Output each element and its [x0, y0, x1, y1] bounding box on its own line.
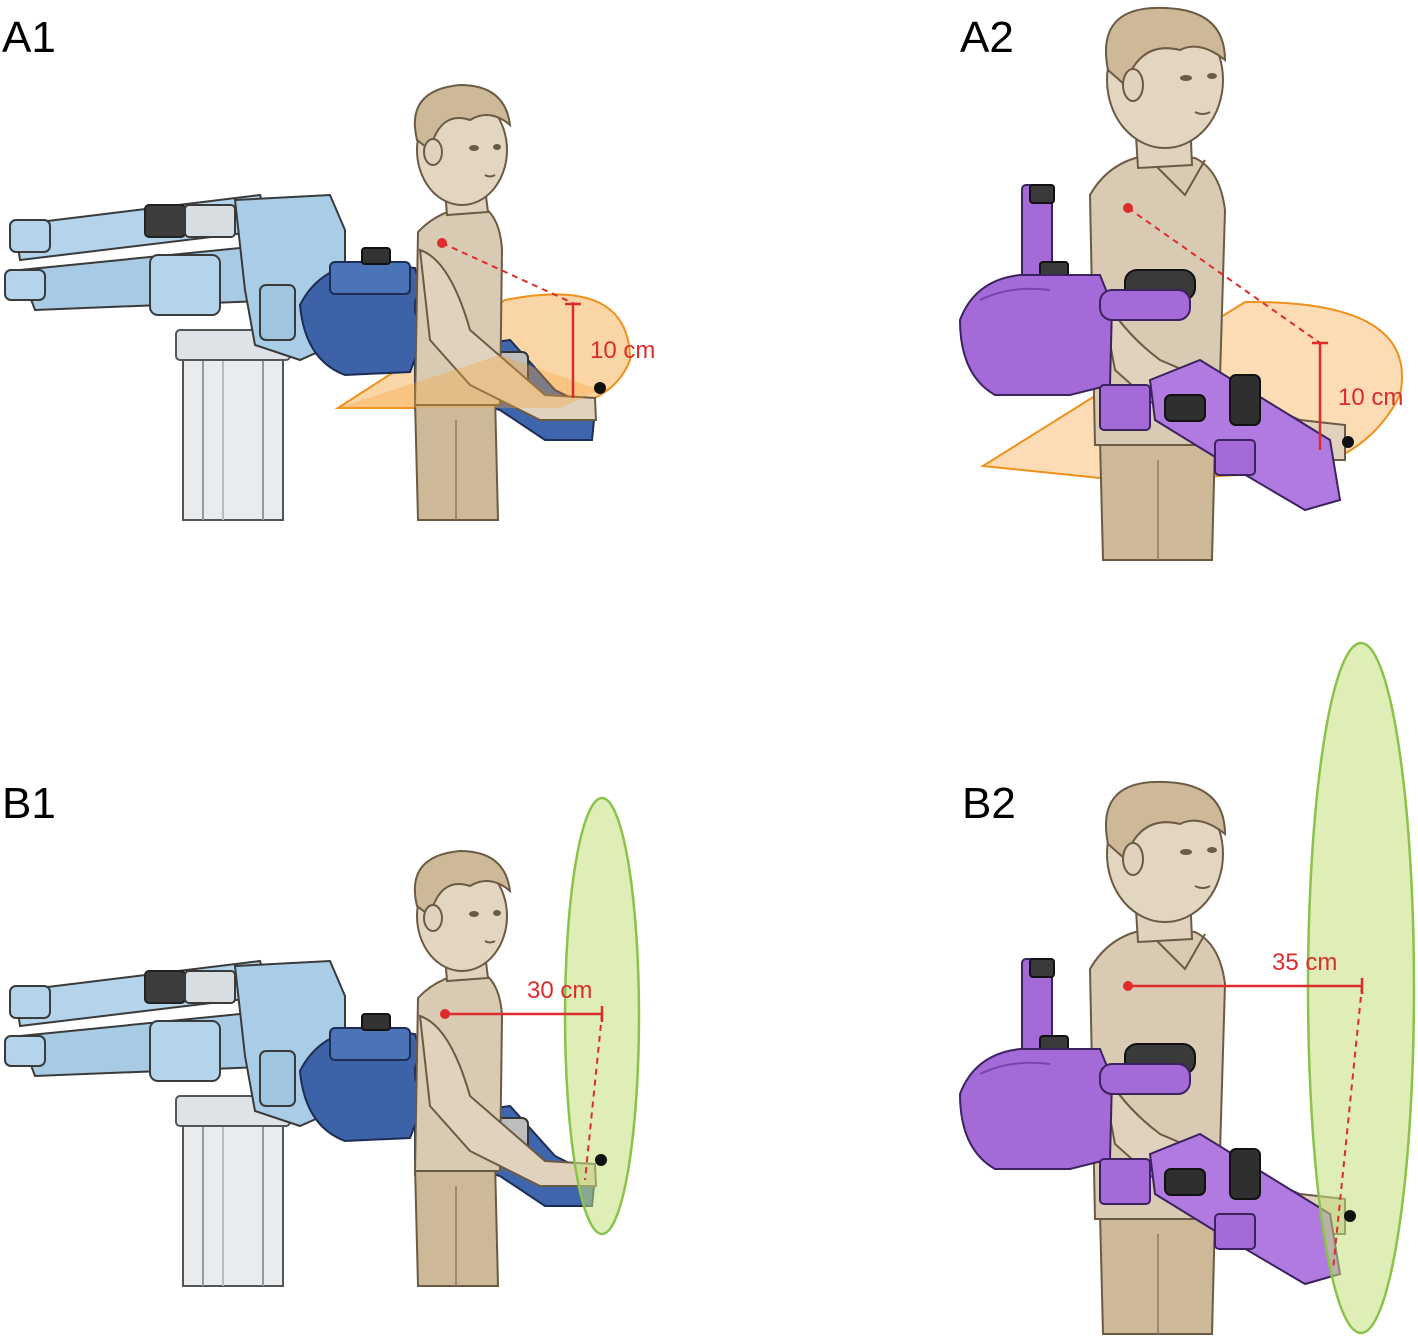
grounded-exoskeleton-b1 — [4, 960, 596, 1287]
panel-a2: A2 10 cm — [959, 6, 1403, 561]
measurement-label-a2: 10 cm — [1338, 384, 1403, 411]
measurement-label-a1: 10 cm — [590, 337, 655, 364]
measurement-label-b1: 30 cm — [527, 977, 592, 1004]
panel-label-a1: A1 — [2, 13, 56, 62]
panel-b1: B1 30 cm — [2, 779, 641, 1287]
panel-label-b2: B2 — [962, 779, 1016, 828]
measurement-label-b2: 35 cm — [1272, 949, 1337, 976]
panel-label-b1: B1 — [2, 779, 56, 828]
panel-a1: A1 10 cm — [2, 13, 655, 521]
panel-b2: B2 35 cm — [959, 641, 1416, 1335]
panel-label-a2: A2 — [960, 13, 1014, 62]
